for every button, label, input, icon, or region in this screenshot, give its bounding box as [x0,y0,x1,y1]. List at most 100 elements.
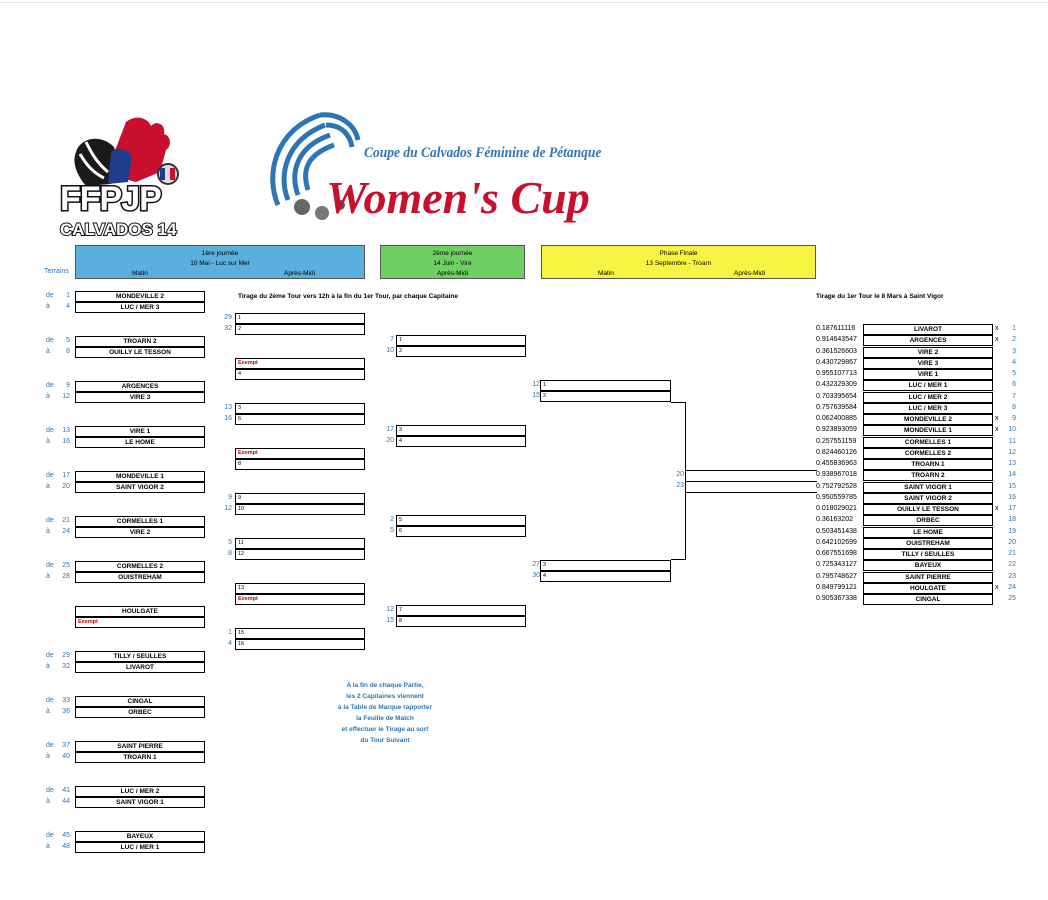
terrain-from: 1 [66,292,70,299]
slot-box: 16 [235,639,365,650]
team-box: LE HOME [863,526,993,538]
slot-box: 13 [235,583,365,594]
slot-box: 4 [396,436,526,447]
final-line [686,481,817,482]
draw-number: 10 [1008,426,1016,434]
random-value: 0.725343127 [816,561,857,569]
slot-box: 8 [235,459,365,470]
random-value: 0.923893059 [816,426,857,434]
team-box: OUILLY LE TESSON [863,504,993,515]
terrain-from: 33 [62,697,70,704]
terrain-number: 15 [386,617,394,624]
cup-title: Women's Cup [326,172,590,223]
team-box: ARGENCES [863,335,993,347]
draw-number: 14 [1008,471,1016,479]
terrain-from: 5 [66,337,70,344]
draw-number: 20 [1008,538,1016,546]
draw-number: 11 [1008,437,1016,445]
team-box: VIRE 2 [863,346,993,358]
terrain-number: 12 [532,381,540,388]
slot-box: 1 [235,313,365,324]
random-value: 0.905367338 [816,595,857,602]
drawn-mark: x [995,325,999,332]
draw-number: 6 [1012,381,1016,389]
team-box: LUC / MER 2 [863,391,993,403]
team-box: HOULGATE [863,582,993,594]
team-box: VIRE 3 [863,357,993,369]
team-box: HOULGATE [75,606,205,617]
random-value: 0.703395654 [816,392,857,400]
top-border [0,2,1048,3]
terrain-number: 7 [390,336,394,343]
team-box: MONDEVILLE 1 [75,471,205,482]
terrain-from: 29 [62,652,70,659]
random-value: 0.938967018 [816,471,857,479]
womens-cup-logo: Coupe du Calvados Féminine de Pétanque W… [260,105,620,240]
terrain-number: 29 [224,314,232,321]
random-value: 0.795748627 [816,572,857,580]
draw-number: 22 [1008,561,1016,569]
de-label: de [46,562,54,569]
terrain-to: 40 [62,753,70,760]
terrain-number: 16 [224,415,232,422]
terrain-number: 5 [228,539,232,546]
de-label: de [46,337,54,344]
de-label: de [46,382,54,389]
day2-afternoon: Après-Midi [436,270,469,277]
team-box: LIVAROT [863,324,993,335]
random-value: 0.257551159 [816,437,857,445]
slot-box: 5 [396,515,526,526]
terrain-to: 44 [62,798,70,805]
terrain-to: 24 [62,528,70,535]
terrain-to: 36 [62,708,70,715]
slot-box: 12 [235,549,365,560]
drawn-mark: x [995,583,999,591]
ffpjp-logo: FFPJP CALVADOS 14 [56,112,196,247]
random-value: 0.430729867 [816,358,857,366]
terrain-number: 8 [228,550,232,557]
a-label: à [46,663,50,670]
slot-box: 2 [540,391,671,402]
random-value: 0.667551698 [816,550,857,557]
de-label: de [46,652,54,659]
random-value: 0.503451438 [816,527,857,535]
slot-box: 3 [540,560,671,571]
de-label: de [46,697,54,704]
team-box: OUISTREHAM [863,537,993,549]
final-line [686,492,817,493]
team-box: MONDEVILLE 2 [75,291,205,302]
day1-title: 1ère journée [201,250,239,257]
day2-title: 2ème journée [432,250,473,257]
draw-number: 1 [1012,325,1016,332]
terrain-to: 8 [66,348,70,355]
team-box: LUC / MER 1 [75,842,205,853]
end-note-line: à la Table de Marque rapporter [337,704,433,711]
team-box: TROARN 1 [75,752,205,763]
team-box: VIRE 1 [863,369,993,380]
ffpjp-text: FFPJP [59,179,164,220]
terrain-number: 15 [532,392,540,399]
terrain-to: 48 [62,843,70,850]
random-value: 0.955107713 [816,370,857,377]
drawn-mark: x [995,426,999,434]
team-box: LUC / MER 3 [75,302,205,313]
terrain-from: 25 [62,562,70,569]
terrain-number: 4 [228,640,232,647]
final-afternoon: Après-Midi [734,270,766,277]
de-label: de [46,292,54,299]
drawn-mark: x [995,336,999,344]
team-box: SAINT VIGOR 1 [863,481,993,493]
team-box: CINGAL [863,594,993,605]
terrain-to: 12 [62,393,70,400]
de-label: de [46,427,54,434]
end-note-line: A la fin de chaque Partie, [346,682,424,689]
terrain-number: 27 [532,561,540,568]
team-box: ARGENCES [75,381,205,392]
terrain-number: 20 [676,471,684,478]
slot-box: 7 [396,605,526,616]
bracket-connector [685,402,686,560]
final-header: Phase Finale 13 Septembre - Troarn Matin… [541,245,816,279]
day2-date: 14 Juin - Vire [433,260,472,267]
random-value: 0.950559785 [816,493,857,501]
final-morning: Matin [598,270,614,277]
